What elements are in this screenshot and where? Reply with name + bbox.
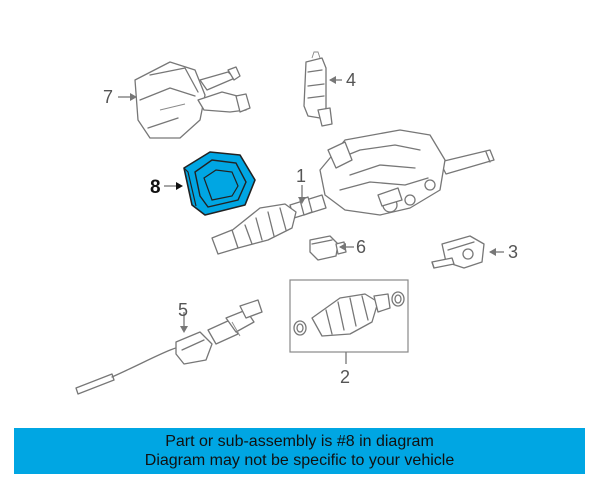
callout-4: 4 (346, 70, 356, 90)
arrow-3 (489, 248, 496, 256)
arrow-8 (176, 182, 183, 190)
arrow-7 (130, 93, 137, 101)
callout-5: 5 (178, 300, 188, 320)
banner-line-1: Part or sub-assembly is #8 in diagram (165, 433, 434, 450)
arrow-1 (298, 197, 306, 204)
part-1-steering-column[interactable] (211, 129, 495, 255)
parts-diagram: 7 4 8 (75, 51, 518, 395)
callout-7: 7 (103, 87, 113, 107)
callout-6: 6 (356, 237, 366, 257)
part-8-column-cover[interactable] (183, 151, 256, 216)
part-6-sensor[interactable] (309, 235, 347, 261)
arrow-4 (329, 76, 336, 84)
info-banner: Part or sub-assembly is #8 in diagram Di… (14, 428, 585, 474)
part-2-frame (289, 279, 409, 353)
part-5-intermediate-shaft[interactable] (75, 299, 263, 395)
part-2-boot-kit[interactable] (293, 291, 405, 337)
part-3-bracket-bolt[interactable] (431, 235, 485, 269)
part-7-combination-switch[interactable] (134, 61, 251, 139)
arrow-6 (339, 243, 346, 251)
callout-1: 1 (296, 166, 306, 186)
banner-line-2: Diagram may not be specific to your vehi… (144, 452, 455, 469)
callout-2: 2 (340, 367, 350, 387)
callout-3: 3 (508, 242, 518, 262)
arrow-5 (180, 326, 188, 333)
part-4-lock-actuator[interactable] (303, 51, 333, 127)
callout-8: 8 (150, 177, 161, 198)
